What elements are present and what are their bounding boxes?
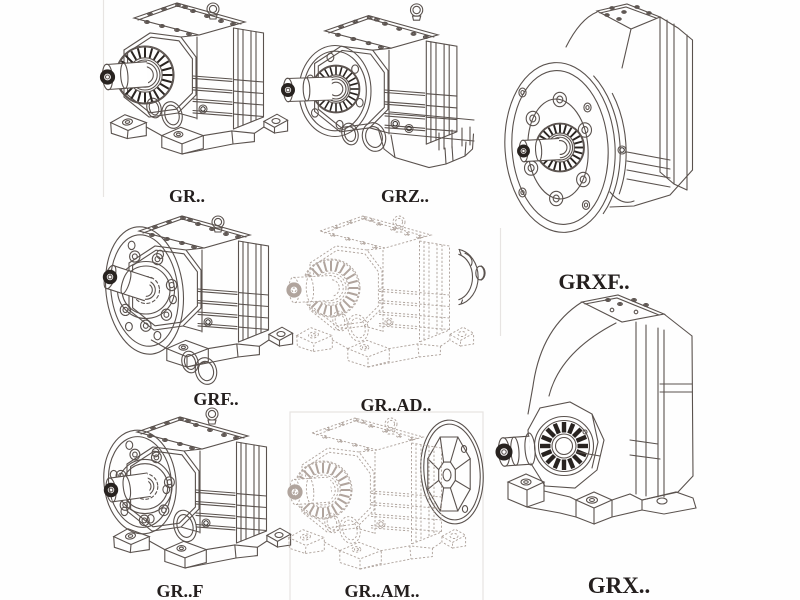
svg-text:GR..AD..: GR..AD.. — [361, 395, 432, 415]
svg-text:GRF..: GRF.. — [193, 389, 238, 409]
svg-text:GR..F: GR..F — [157, 581, 204, 600]
svg-text:GRZ..: GRZ.. — [381, 186, 429, 206]
svg-text:GRX..: GRX.. — [588, 573, 651, 598]
svg-text:GR..AM..: GR..AM.. — [345, 581, 420, 600]
svg-text:GRXF..: GRXF.. — [558, 269, 629, 294]
svg-text:GR..: GR.. — [169, 186, 205, 206]
